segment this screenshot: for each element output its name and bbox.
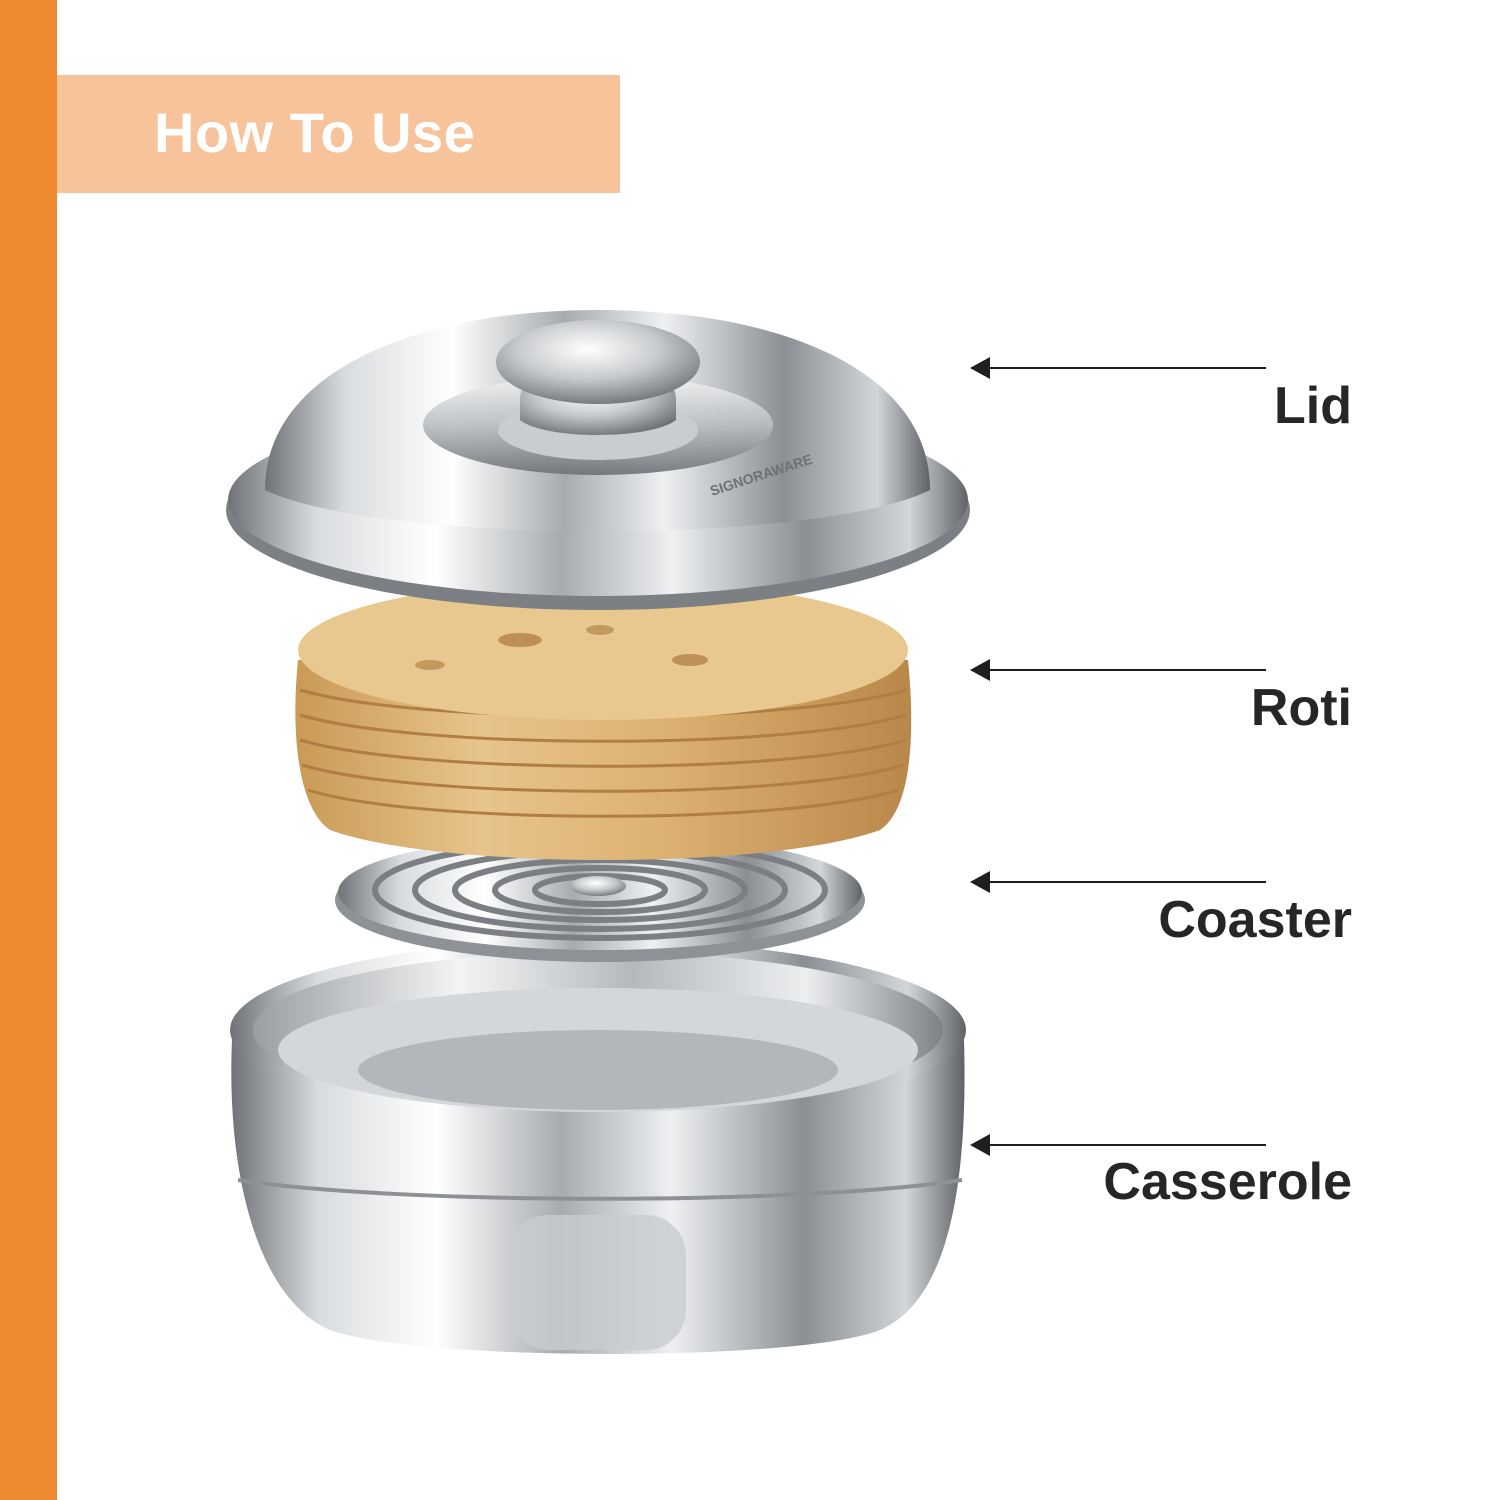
arrow-head-icon: [970, 1134, 990, 1156]
label-coaster: Coaster: [1158, 891, 1352, 949]
orange-side-bar: [0, 0, 57, 1500]
arrow-head-icon: [970, 357, 990, 379]
lid-callout-arrow: [970, 357, 1266, 379]
label-roti: Roti: [1250, 679, 1352, 737]
title-banner: How To Use: [57, 75, 620, 193]
roti-stack-illustration: [295, 580, 912, 860]
arrow-head-icon: [970, 871, 990, 893]
lid-illustration: SIGNORAWARE: [226, 310, 970, 610]
label-casserole: Casserole: [1103, 1153, 1352, 1211]
page-title: How To Use: [154, 101, 476, 164]
label-lid: Lid: [1274, 377, 1352, 435]
coaster-illustration: [335, 834, 865, 962]
arrow-head-icon: [970, 659, 990, 681]
casserole-callout-arrow: [970, 1134, 1266, 1156]
coaster-callout-arrow: [970, 871, 1266, 893]
casserole-illustration: [230, 940, 966, 1354]
roti-callout-arrow: [970, 659, 1266, 681]
